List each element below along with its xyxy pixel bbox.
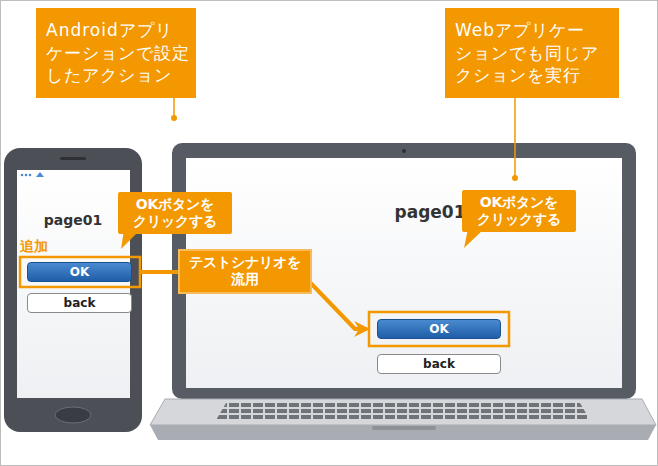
page-title: page01 [44,212,102,228]
leader-dot [512,175,518,181]
laptop-front [150,425,656,440]
laptop-notch [372,426,436,430]
node-text: back [423,357,455,371]
edge-label: テストシナリオを 流用 [178,249,312,294]
laptop-lid [172,143,636,399]
node-text: OK [429,322,449,336]
laptop-camera [402,149,406,153]
ok-button: OK [27,262,132,282]
callout-box: Webアプリケー ションでも同じア クションを実行 [445,8,619,98]
node-text: OKボタンを クリックする [122,196,228,231]
leader-dot [171,115,177,121]
phone-screen [17,170,130,398]
node-text: Androidアプリ ケーションで設定 したアクション [46,19,190,86]
back-button: back [27,293,132,313]
highlight-frame [369,312,509,346]
callout-box: Androidアプリ ケーションで設定 したアクション [36,8,196,98]
ok-button: OK [377,319,501,339]
highlight-frame [20,257,140,287]
speech-bubble: OKボタンを クリックする [462,190,576,232]
phone-speaker [60,157,86,160]
back-button: back [377,354,501,374]
laptop-base [150,399,656,425]
speech-bubble: OKボタンを クリックする [118,192,232,234]
page-title: page01 [395,202,466,222]
laptop-keyboard [216,403,590,420]
phone-status-icons [21,172,44,177]
node-text: back [64,296,96,310]
node-text: OKボタンを クリックする [466,194,572,229]
phone-body [4,148,142,432]
phone-home-button [55,407,91,423]
node-text: OK [70,265,90,279]
node-text: Webアプリケー ションでも同じア クションを実行 [455,19,609,86]
added-mark: 追加 [20,238,48,256]
leader-line [514,98,516,178]
